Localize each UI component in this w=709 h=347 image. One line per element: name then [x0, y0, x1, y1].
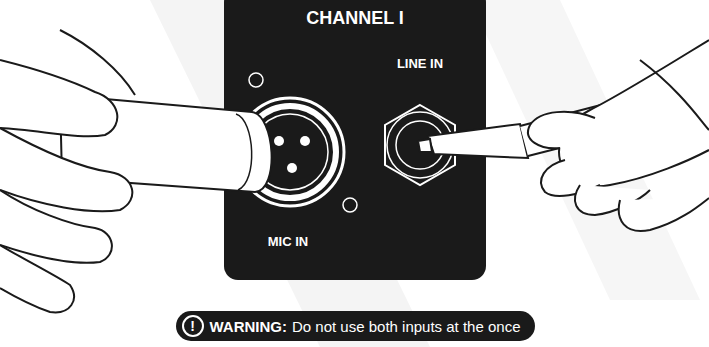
- warning-icon: !: [182, 315, 204, 337]
- mic-in-label: MIC IN: [268, 234, 308, 249]
- line-in-label: LINE IN: [397, 56, 443, 71]
- warning-heading: WARNING:: [210, 318, 288, 335]
- warning-text: Do not use both inputs at the once: [292, 318, 521, 335]
- warning-banner: ! WARNING:Do not use both inputs at the o…: [176, 311, 535, 341]
- channel-title: CHANNEL I: [306, 8, 404, 29]
